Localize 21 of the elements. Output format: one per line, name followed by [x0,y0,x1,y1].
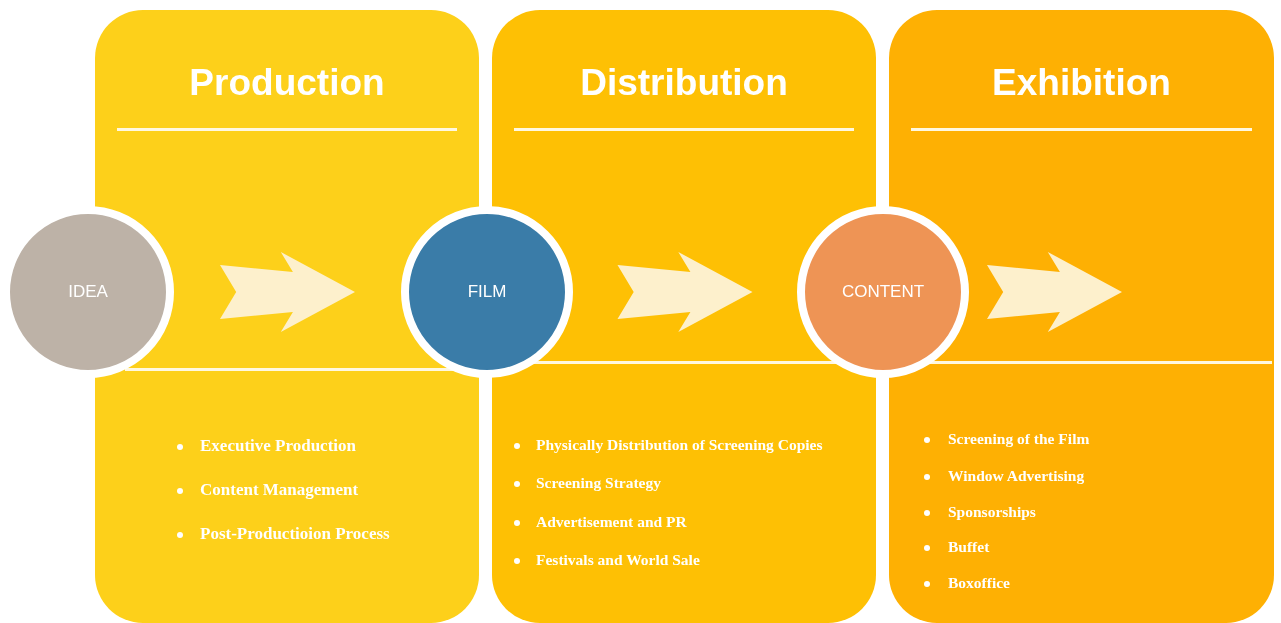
list-item: Sponsorships [948,503,1036,522]
list-item: Executive Production [200,436,356,456]
list-item: Buffet [948,538,990,557]
circle-label: CONTENT [841,282,925,302]
list-item: Screening Strategy [536,474,661,493]
list-item: Window Advertising [948,467,1085,486]
list-item: Advertisement and PR [536,513,687,532]
list-item: Physically Distribution of Screening Copies [536,436,823,455]
chevron-arrow [220,252,355,332]
chevron-arrow [987,252,1122,332]
circle-label: IDEA [68,282,108,302]
stage-heading: Exhibition [991,62,1172,104]
chevron-arrow [617,252,753,332]
circle-label: FILM [467,282,507,302]
list-item: Boxoffice [948,574,1010,593]
stage-heading: Distribution [579,62,789,104]
list-item: Content Management [200,480,359,500]
list-item: Festivals and World Sale [536,551,700,570]
stage-heading: Production [188,62,386,104]
list-item: Post-Productioion Process [200,524,390,544]
list-item: Screening of the Film [948,430,1090,449]
